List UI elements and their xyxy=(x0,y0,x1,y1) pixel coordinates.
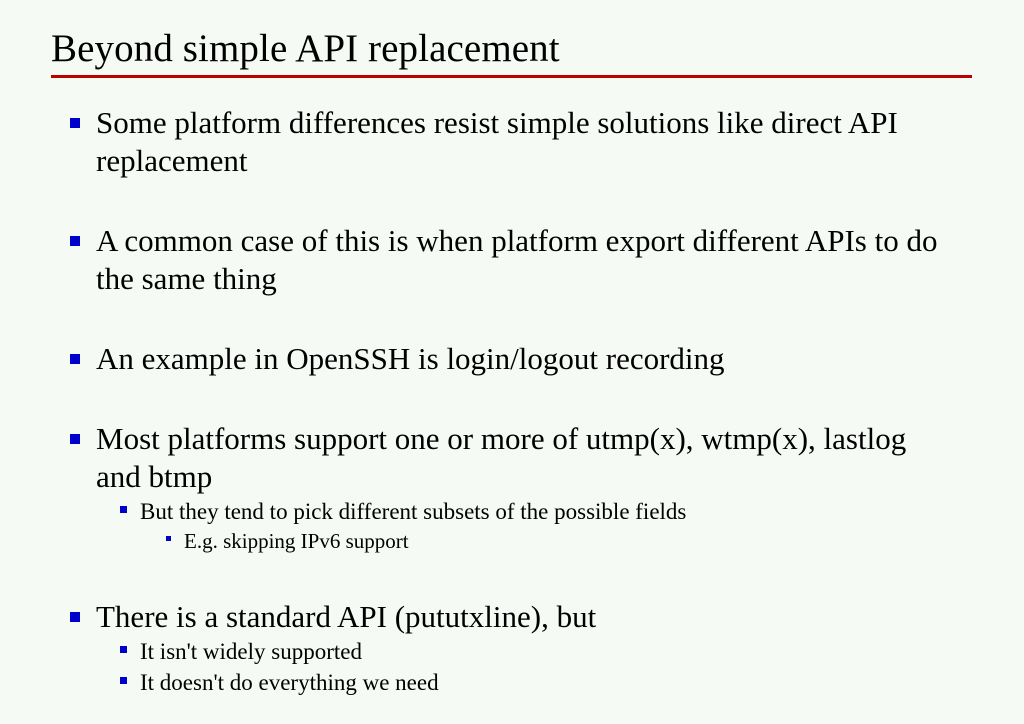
spacer xyxy=(0,556,1024,598)
bullet-square-icon xyxy=(120,636,140,653)
bullet-item: An example in OpenSSH is login/logout re… xyxy=(0,340,1024,378)
page-title: Beyond simple API replacement xyxy=(51,27,560,70)
bullet-text: There is a standard API (pututxline), bu… xyxy=(96,599,597,634)
bullet-square-icon xyxy=(70,104,96,128)
sub-bullet-text: But they tend to pick different subsets … xyxy=(140,499,687,524)
bullet-item: A common case of this is when platform e… xyxy=(0,222,1024,298)
bullet-text: A common case of this is when platform e… xyxy=(96,223,938,296)
sub-bullet-item: It isn't widely supported xyxy=(0,636,1024,667)
bullet-item: There is a standard API (pututxline), bu… xyxy=(0,598,1024,636)
bullet-square-icon xyxy=(120,667,140,684)
sub-bullet-text: It isn't widely supported xyxy=(140,639,362,664)
title-block: Beyond simple API replacement xyxy=(51,26,973,78)
bullet-square-icon xyxy=(70,420,96,444)
bullet-text: Most platforms support one or more of ut… xyxy=(96,421,907,494)
spacer xyxy=(0,298,1024,340)
bullet-square-icon xyxy=(70,340,96,364)
slide-body: Some platform differences resist simple … xyxy=(0,104,1024,698)
bullet-square-icon xyxy=(70,222,96,246)
spacer xyxy=(0,180,1024,222)
sub-sub-bullet-text: E.g. skipping IPv6 support xyxy=(184,529,409,553)
bullet-item: Some platform differences resist simple … xyxy=(0,104,1024,180)
spacer xyxy=(0,378,1024,420)
sub-bullet-item: But they tend to pick different subsets … xyxy=(0,496,1024,527)
sub-bullet-item: It doesn't do everything we need xyxy=(0,667,1024,698)
title-underline-rule xyxy=(51,75,972,78)
bullet-square-icon xyxy=(120,496,140,513)
sub-sub-bullet-item: E.g. skipping IPv6 support xyxy=(0,527,1024,556)
bullet-text: An example in OpenSSH is login/logout re… xyxy=(96,341,725,376)
sub-bullet-text: It doesn't do everything we need xyxy=(140,670,439,695)
bullet-text: Some platform differences resist simple … xyxy=(96,105,898,178)
bullet-square-icon xyxy=(70,598,96,622)
bullet-item: Most platforms support one or more of ut… xyxy=(0,420,1024,496)
bullet-square-icon xyxy=(166,527,184,541)
